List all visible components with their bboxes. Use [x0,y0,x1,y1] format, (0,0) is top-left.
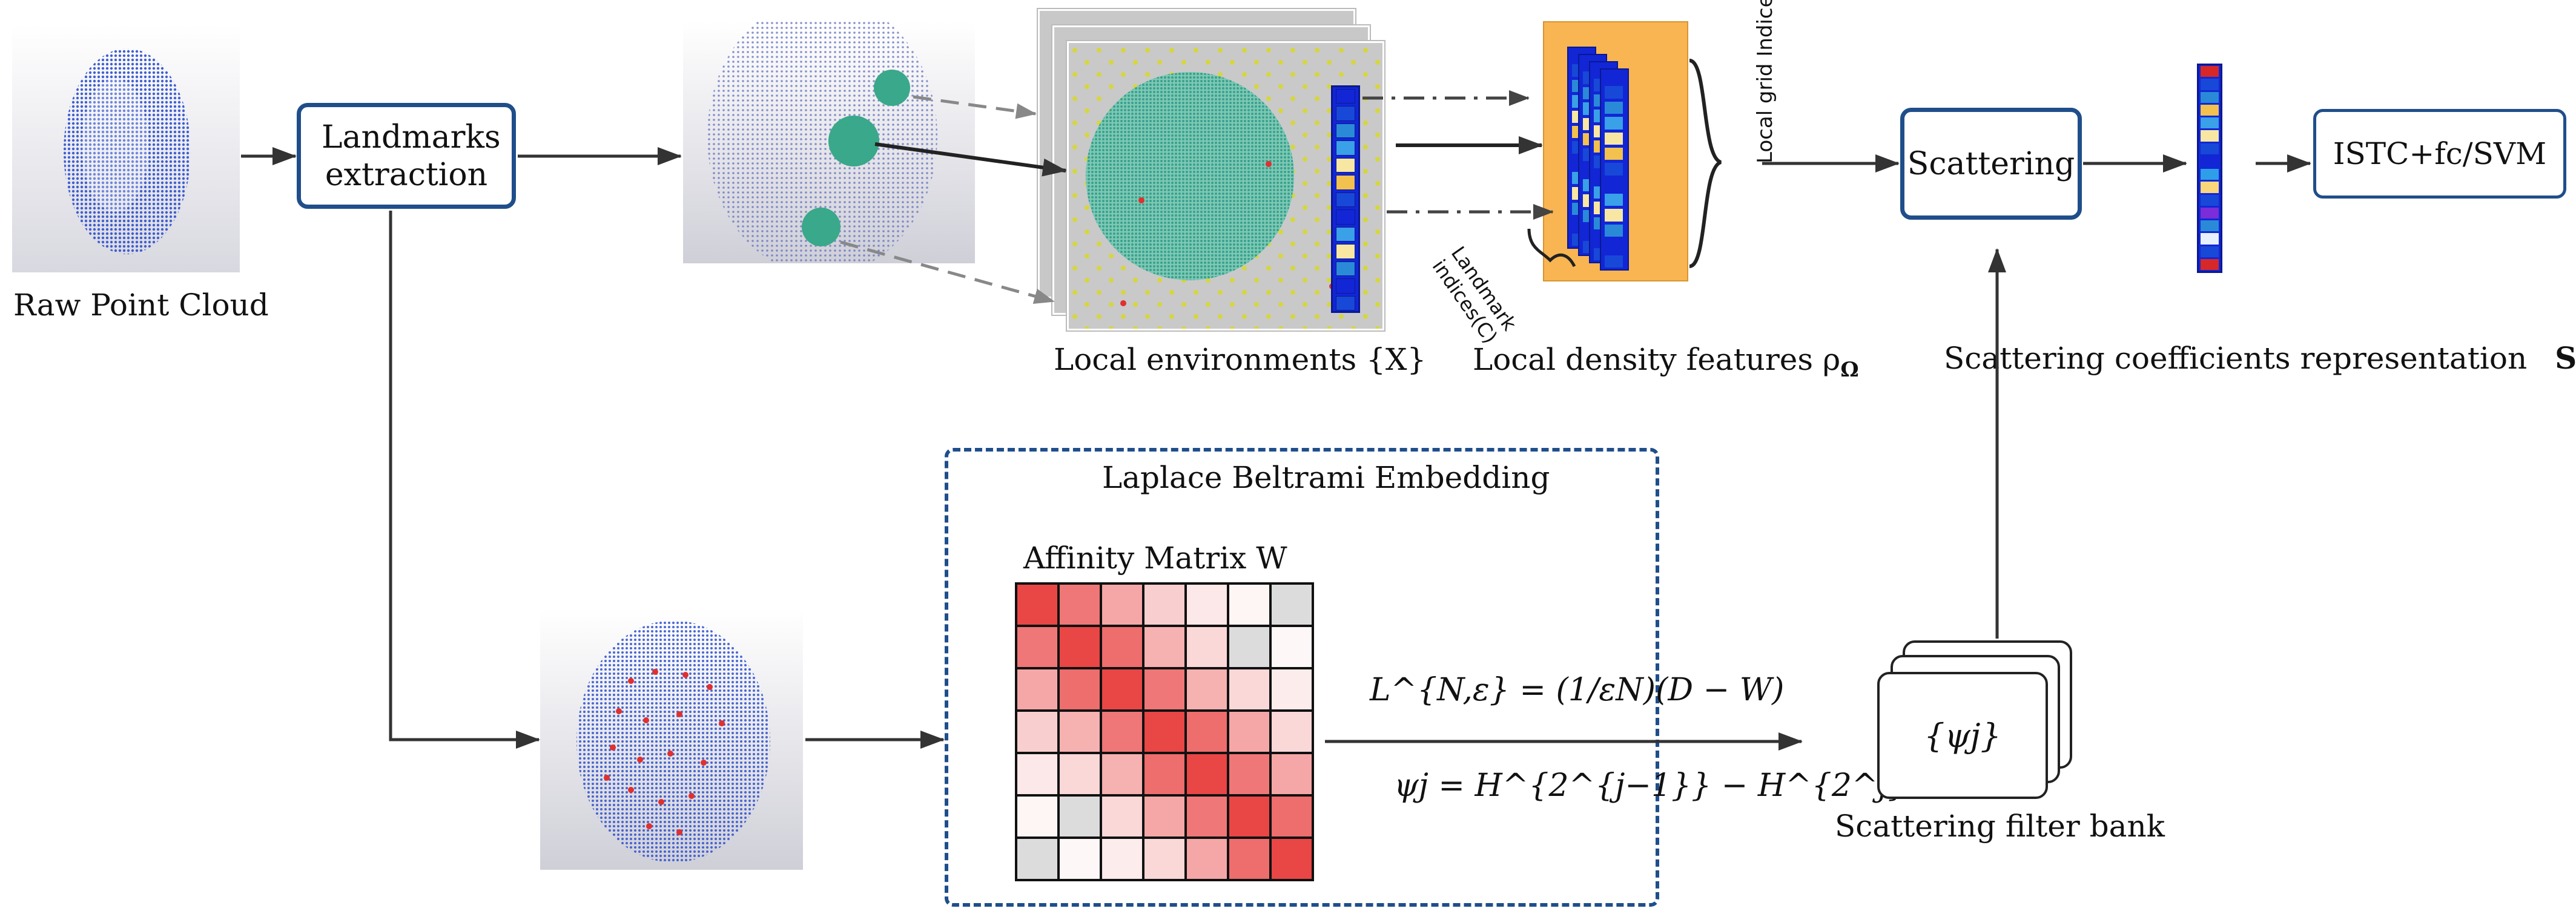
arrow-patch-top [913,95,1037,119]
landmark-patch-1 [874,70,910,106]
local-environment-front [1067,41,1384,330]
psi-formula: ψj = H^{2^{j−1}} − H^{2^j} [1394,767,1908,804]
line-landmarks-down [389,211,540,749]
feature-vector-cell [2201,156,2219,167]
density-feature-cell [1605,132,1623,145]
feature-strip-cell [1336,226,1355,242]
landmarks-extraction-label: Landmarks extraction [322,119,501,193]
density-feature-cell [1605,194,1623,206]
landmark-indices-brace [1527,228,1576,268]
feature-strip-cell [1336,244,1355,259]
feature-vector-cell [2201,233,2219,245]
scattering-filter-bank-label: Scattering filter bank [1835,809,2165,844]
laplace-beltrami-title: Laplace Beltrami Embedding [1102,460,1550,495]
feature-strip-cell [1336,295,1355,311]
feature-vector-cell [2201,130,2219,142]
scattering-label: Scattering [1907,145,2075,182]
feature-vector-cell [2201,117,2219,129]
feature-vector-cell [2201,91,2219,103]
laplacian-formula: L^{N,ε} = (1/εN)(D − W) [1370,672,1784,708]
feature-strip-cell [1336,209,1355,225]
scattering-coefficients-text: Scattering coefficients representation [1944,341,2528,376]
arrow-patch-middle [874,142,1067,177]
feature-vector-cell [2201,246,2219,257]
local-feature-strip [1331,85,1360,313]
feature-strip-cell [1336,140,1355,156]
scattering-coefficients-label: Scattering coefficients representation S… [1944,340,2576,381]
feature-vector-cell [2201,182,2219,193]
scattering-feature-vector [2197,64,2222,273]
landmarks-extraction-box: Landmarks extraction [297,103,516,209]
feature-strip-cell [1336,123,1355,139]
density-feature-cell [1605,147,1623,160]
face-scan-graphic [64,48,191,254]
feature-vector-cell [2201,207,2219,219]
density-feature-cell [1605,163,1623,176]
laplacian-formula-text: L^{N,ε} = (1/εN)(D − W) [1370,672,1785,708]
density-feature-columns [1567,47,1640,277]
affinity-matrix-label: Affinity Matrix W [1023,541,1287,576]
raw-point-cloud-image [12,24,240,272]
feature-vector-cell [2201,220,2219,232]
face-with-patches-graphic [707,21,937,263]
local-density-features-text: Local density features ρ [1473,342,1841,377]
scattering-box: Scattering [1900,108,2082,220]
istc-label: ISTC+fc/SVM [2333,136,2547,171]
feature-strip-cell [1336,89,1355,104]
grid-indices-brace [1689,59,1722,268]
feature-strip-cell [1336,175,1355,190]
local-density-features-label: Local density features ρΩ [1473,342,1859,382]
face-landmarks-graphic [576,620,770,863]
feature-vector-cell [2201,258,2219,270]
feature-vector-cell [2201,169,2219,180]
feature-strip-cell [1336,192,1355,208]
landmark-patch-2 [828,116,879,166]
istc-classifier-box: ISTC+fc/SVM [2313,109,2566,199]
density-feature-column [1600,68,1629,271]
feature-strip-cell [1336,278,1355,294]
face-landmarks-image [540,608,803,870]
arrow-patch-bottom [840,240,1055,304]
sp-symbol: S [2555,340,2576,376]
filter-bank-card-front: {ψj} [1877,672,2048,799]
density-feature-cell [1605,71,1623,84]
laplace-beltrami-box [945,448,1659,907]
feature-vector-cell [2201,66,2219,77]
density-feature-cell [1605,255,1623,268]
feature-vector-cell [2201,143,2219,154]
density-feature-cell [1605,178,1623,191]
density-features-block [1543,21,1688,281]
filter-bank-symbol: {ψj} [1924,716,2001,755]
feature-vector-cell [2201,79,2219,90]
feature-vector-cell [2201,104,2219,116]
density-feature-cell [1605,117,1623,130]
density-feature-cell [1605,86,1623,99]
face-landmark-patches-image [683,21,975,263]
local-environments-label: Local environments {X} [1054,342,1427,377]
feature-strip-cell [1336,106,1355,121]
feature-strip-cell [1336,261,1355,277]
density-feature-cell [1605,209,1623,222]
density-feature-cell [1605,240,1623,252]
feature-strip-cell [1336,157,1355,173]
psi-formula-text: ψj = H^{2^{j−1}} − H^{2^j} [1394,767,1908,804]
raw-point-cloud-label: Raw Point Cloud [13,288,269,323]
landmark-patch-3 [802,208,841,246]
feature-vector-cell [2201,194,2219,206]
local-environment-graphic [1069,43,1382,329]
omega-subscript: Ω [1840,358,1859,382]
density-feature-cell [1605,101,1623,114]
density-feature-cell [1605,224,1623,237]
